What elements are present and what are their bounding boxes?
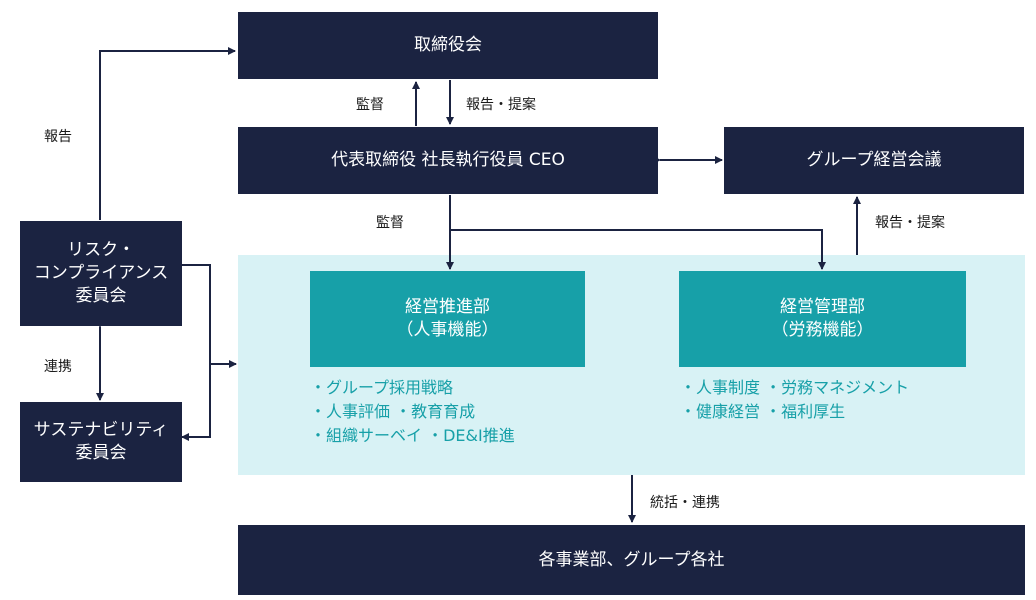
promotion-dept-title: 経営推進部 <box>405 297 490 318</box>
business-units-box: 各事業部、グループ各社 <box>238 525 1025 595</box>
sustainability-committee-label: サステナビリティ 委員会 <box>33 420 169 463</box>
board-box: 取締役会 <box>238 12 658 79</box>
label-supervise-board: 監督 <box>356 97 384 113</box>
group-meeting-label: グループ経営会議 <box>806 150 942 171</box>
board-label: 取締役会 <box>414 35 482 56</box>
management-dept-box: 経営管理部 （労務機能） <box>679 271 966 367</box>
label-integrate-cooperate: 統括・連携 <box>650 495 720 511</box>
ceo-label: 代表取締役 社長執行役員 CEO <box>331 150 565 171</box>
group-meeting-box: グループ経営会議 <box>724 127 1024 194</box>
label-report-propose-group: 報告・提案 <box>875 215 945 231</box>
management-dept-items: ・人事制度 ・労務マネジメント ・健康経営 ・福利厚生 <box>680 376 909 424</box>
risk-committee-label: リスク・ コンプライアンス 委員会 <box>33 240 169 306</box>
management-dept-title: 経営管理部 <box>780 297 865 318</box>
label-report-left: 報告 <box>44 129 72 145</box>
list-item: ・人事評価 ・教育育成 <box>310 402 476 421</box>
label-supervise-ceo: 監督 <box>376 215 404 231</box>
risk-committee-box: リスク・ コンプライアンス 委員会 <box>20 221 182 326</box>
list-item: ・グループ採用戦略 <box>310 378 454 397</box>
promotion-dept-sub: （人事機能） <box>396 320 499 340</box>
management-dept-sub: （労務機能） <box>771 320 874 340</box>
list-item: ・健康経営 ・福利厚生 <box>680 402 846 421</box>
list-item: ・人事制度 ・労務マネジメント <box>680 378 910 397</box>
committee-bracket <box>175 261 211 441</box>
sustainability-committee-box: サステナビリティ 委員会 <box>20 402 182 482</box>
business-units-label: 各事業部、グループ各社 <box>538 549 725 570</box>
label-cooperate: 連携 <box>44 359 72 375</box>
report-arrow-left <box>99 47 236 220</box>
list-item: ・組織サーベイ ・DE&I推進 <box>310 426 515 445</box>
ceo-box: 代表取締役 社長執行役員 CEO <box>238 127 658 194</box>
label-report-propose-board: 報告・提案 <box>466 97 536 113</box>
promotion-dept-items: ・グループ採用戦略 ・人事評価 ・教育育成 ・組織サーベイ ・DE&I推進 <box>310 376 515 448</box>
promotion-dept-box: 経営推進部 （人事機能） <box>310 271 585 367</box>
